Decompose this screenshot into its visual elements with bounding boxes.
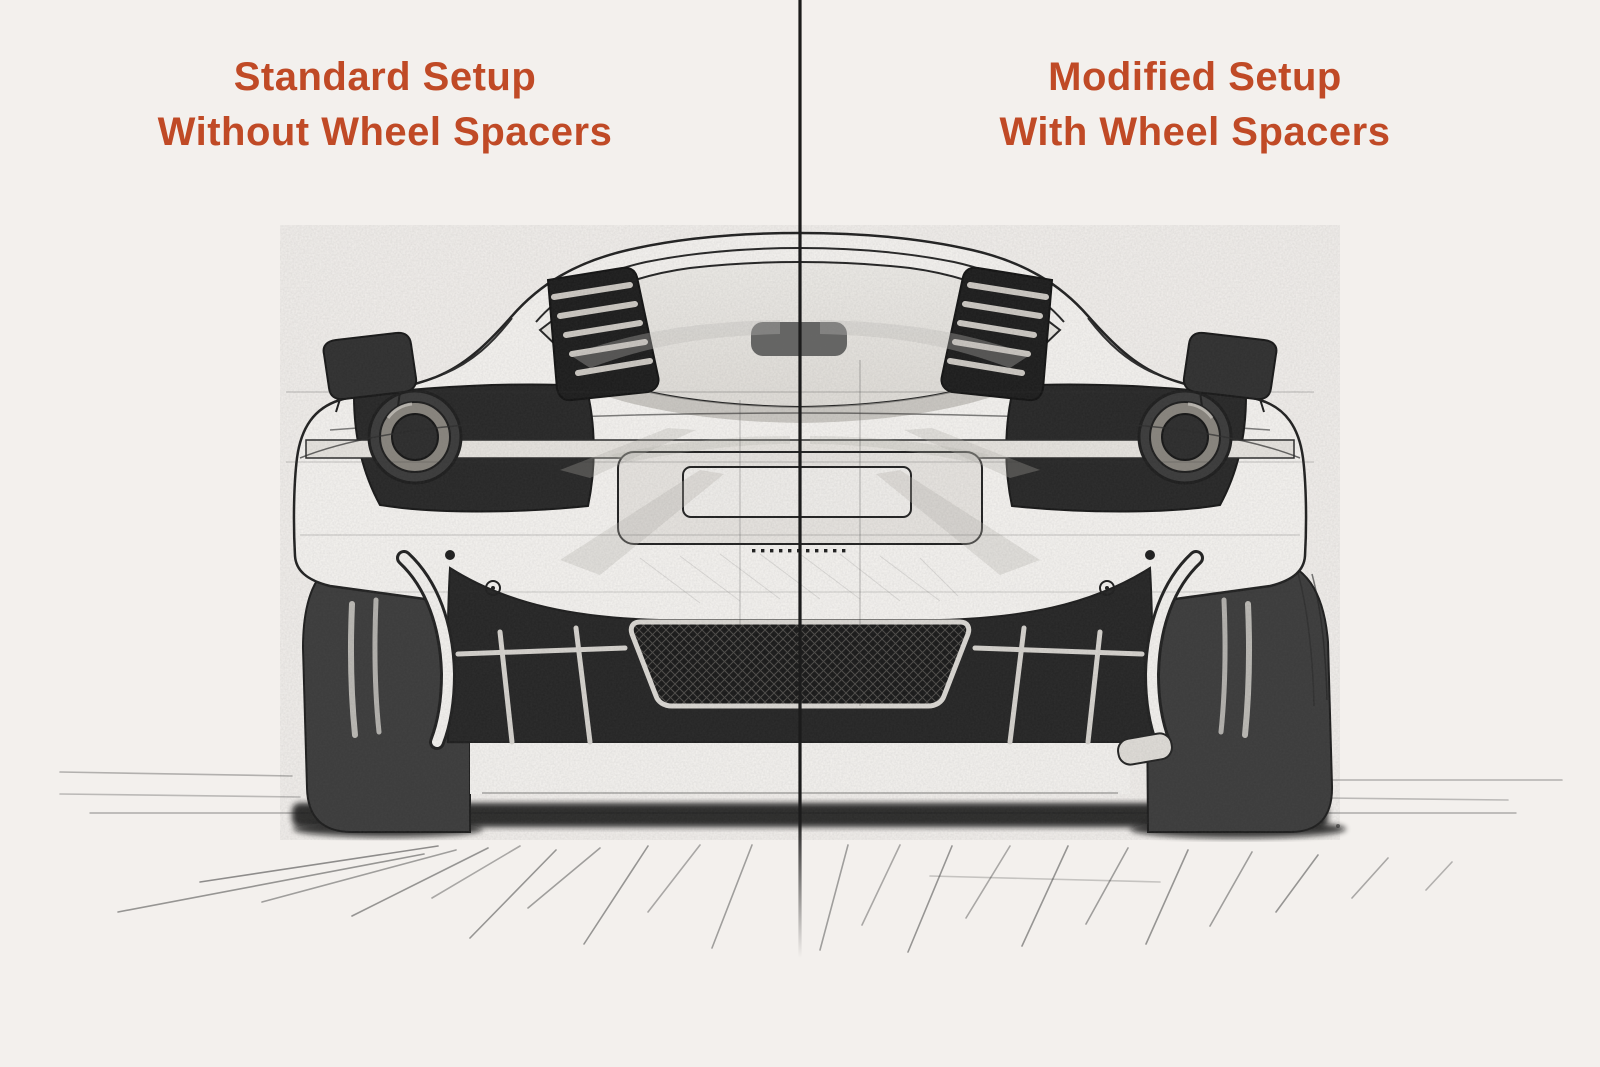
heading-left: Standard Setup Without Wheel Spacers — [0, 50, 770, 160]
ground-lines — [59, 771, 1563, 953]
heading-right-line1: Modified Setup — [1048, 55, 1342, 99]
heading-right-line2: With Wheel Spacers — [999, 110, 1391, 154]
heading-left-line2: Without Wheel Spacers — [157, 110, 613, 154]
graphite-grain — [280, 225, 1340, 840]
heading-left-line1: Standard Setup — [233, 55, 537, 99]
heading-right: Modified Setup With Wheel Spacers — [810, 50, 1580, 160]
center-divider-line — [798, 0, 802, 958]
